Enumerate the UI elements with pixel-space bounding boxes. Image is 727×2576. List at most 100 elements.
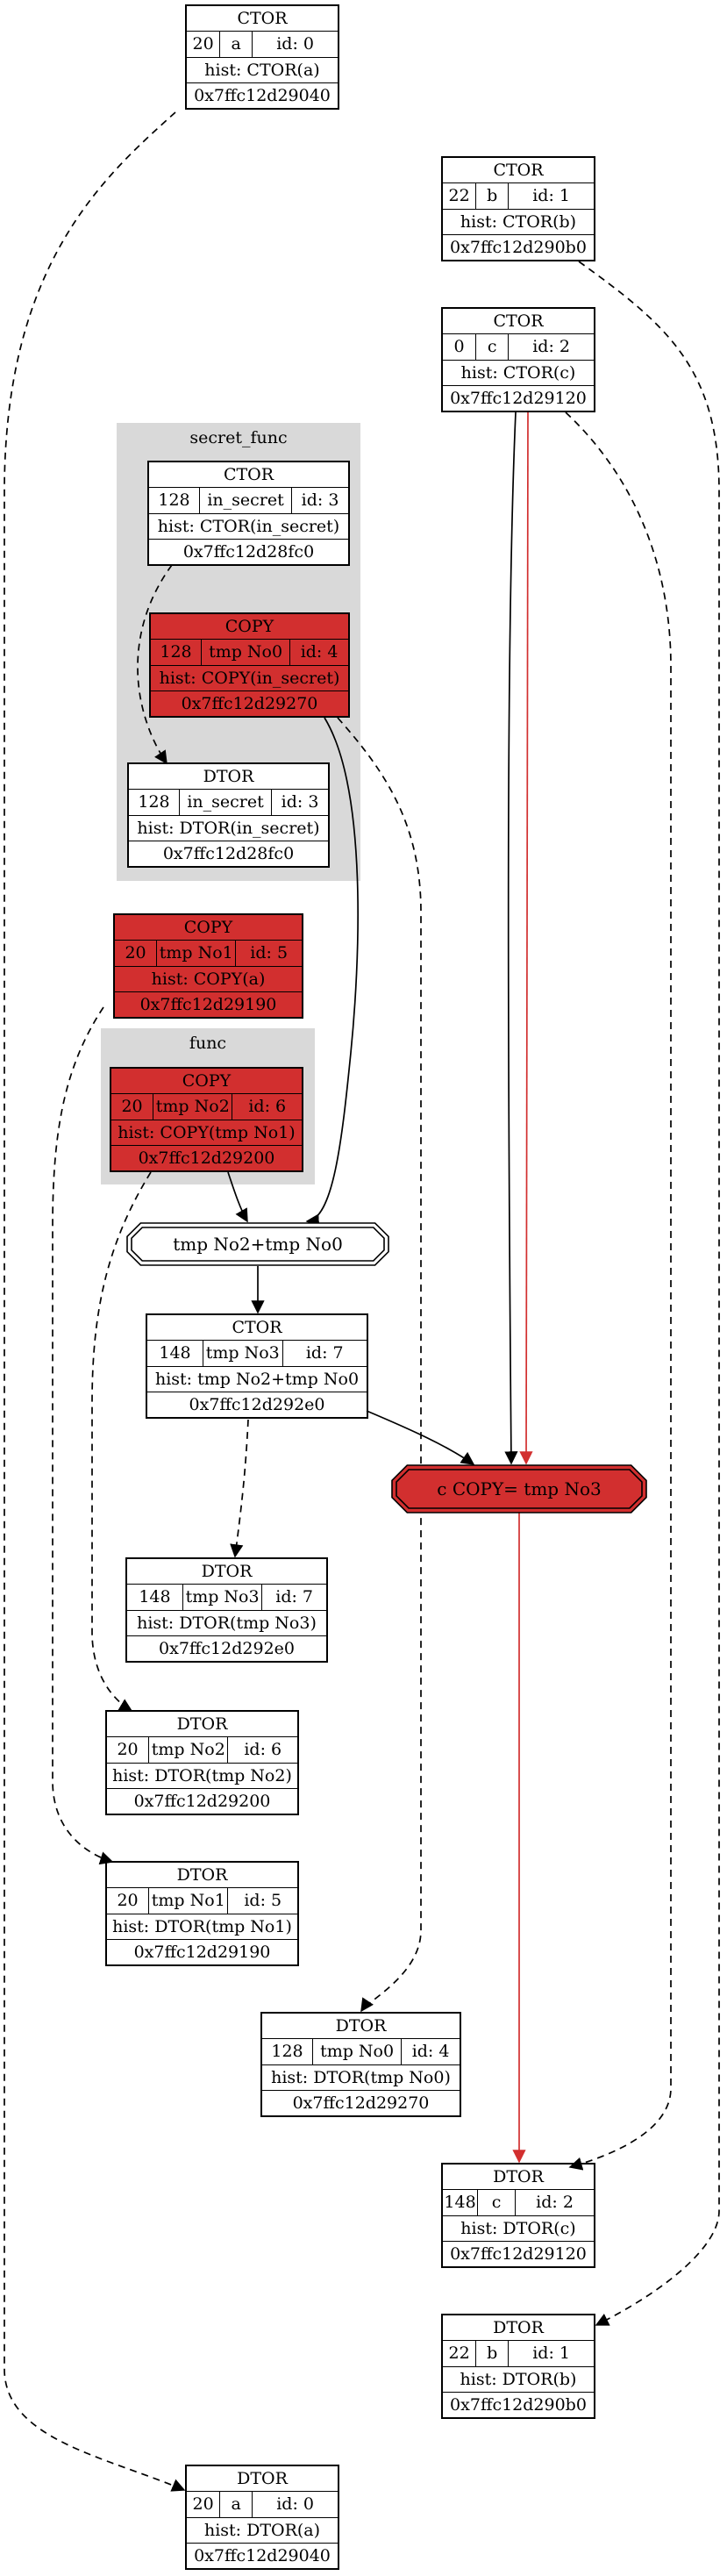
node-address: 0x7ffc12d29200 [111,1144,302,1170]
node-value: 20 [117,1740,139,1760]
node-kind: COPY [225,617,274,637]
node-kind: DTOR [493,2167,544,2187]
node-kind: DTOR [493,2318,544,2338]
operation-outline [391,1464,647,1513]
edge-a-life [4,111,186,2492]
node-name: tmp No2 [148,1737,227,1763]
node-history: hist: DTOR(tmp No3) [127,1609,326,1635]
edge-no2-life [91,1171,152,1712]
node-kind: DTOR [201,1562,253,1582]
node-name: tmp No0 [312,2039,401,2064]
edge-no0-life [337,717,422,2013]
node-address: 0x7ffc12d292e0 [127,1635,326,1661]
node-kind: DTOR [237,2469,288,2489]
node-address: 0x7ffc12d29040 [187,2542,338,2568]
node-kind: CTOR [493,161,544,181]
node-id: id: 7 [261,1585,326,1610]
operation-node [126,1222,389,1266]
edge-no3-life [230,1419,249,1558]
node-value: 148 [159,1343,191,1363]
operation-outline [126,1222,389,1266]
node-history: hist: DTOR(in_secret) [129,814,328,841]
node-id: id: 1 [508,183,594,209]
node-address: 0x7ffc12d292e0 [147,1391,367,1417]
node-address: 0x7ffc12d290b0 [443,2391,594,2417]
node-name: c [477,2190,515,2215]
node-address: 0x7ffc12d290b0 [443,233,594,260]
edge-no2-plus [227,1171,248,1223]
node-id: id: 5 [235,941,302,966]
node-history: hist: CTOR(a) [187,56,338,82]
edge-no0-plus [305,717,360,1227]
node-history: hist: CTOR(in_secret) [149,512,348,539]
node-kind: CTOR [237,9,288,29]
node-kind: DTOR [203,767,254,787]
node-history: hist: DTOR(c) [443,2215,594,2241]
node-name: in_secret [179,790,271,815]
node-value: 20 [192,2494,214,2515]
node-history: hist: COPY(tmp No1) [111,1119,302,1145]
node-name: a [219,32,252,57]
operation-label: tmp No2+tmp No0 [173,1234,343,1255]
operation-label: c COPY= tmp No3 [437,1478,602,1499]
node-name: tmp No1 [148,1888,227,1914]
node-history: hist: CTOR(b) [443,208,594,234]
edge-no1-life [52,1006,114,1865]
node-kind: DTOR [176,1865,228,1885]
node-address: 0x7ffc12d29270 [262,2089,460,2115]
node-name: b [475,183,508,209]
node-name: c [475,334,508,360]
node-name: tmp No2 [153,1094,232,1120]
node-id: id: 5 [227,1888,297,1914]
node-name: tmp No1 [156,941,235,966]
node-kind: COPY [182,1071,232,1091]
node-name: a [219,2492,252,2517]
node-history: hist: COPY(in_secret) [151,664,348,691]
node-name: b [475,2341,508,2366]
node-value: 128 [160,642,192,662]
node-value: 20 [125,943,146,963]
node-id: id: 2 [515,2190,594,2215]
node-address: 0x7ffc12d29040 [187,82,338,108]
node-value: 128 [138,792,170,812]
node-id: id: 3 [271,790,328,815]
node-address: 0x7ffc12d28fc0 [129,840,328,866]
node-id: id: 0 [252,32,338,57]
node-address: 0x7ffc12d29270 [151,690,348,716]
node-history: hist: DTOR(tmp No0) [262,2064,460,2090]
edge-c-assign-r [519,411,533,1465]
node-kind: CTOR [493,311,544,332]
node-name: tmp No3 [182,1585,261,1610]
cluster-label: secret_func [189,428,288,447]
node-history: hist: DTOR(b) [443,2365,594,2392]
edge-c-assign [504,411,518,1465]
operation-node [391,1464,647,1513]
node-kind: COPY [183,918,233,938]
node-value: 128 [158,490,190,511]
node-value: 22 [448,2343,470,2364]
node-id: id: 4 [401,2039,460,2064]
node-value: 148 [444,2193,476,2213]
node-kind: DTOR [176,1714,228,1735]
node-history: hist: DTOR(a) [187,2516,338,2543]
